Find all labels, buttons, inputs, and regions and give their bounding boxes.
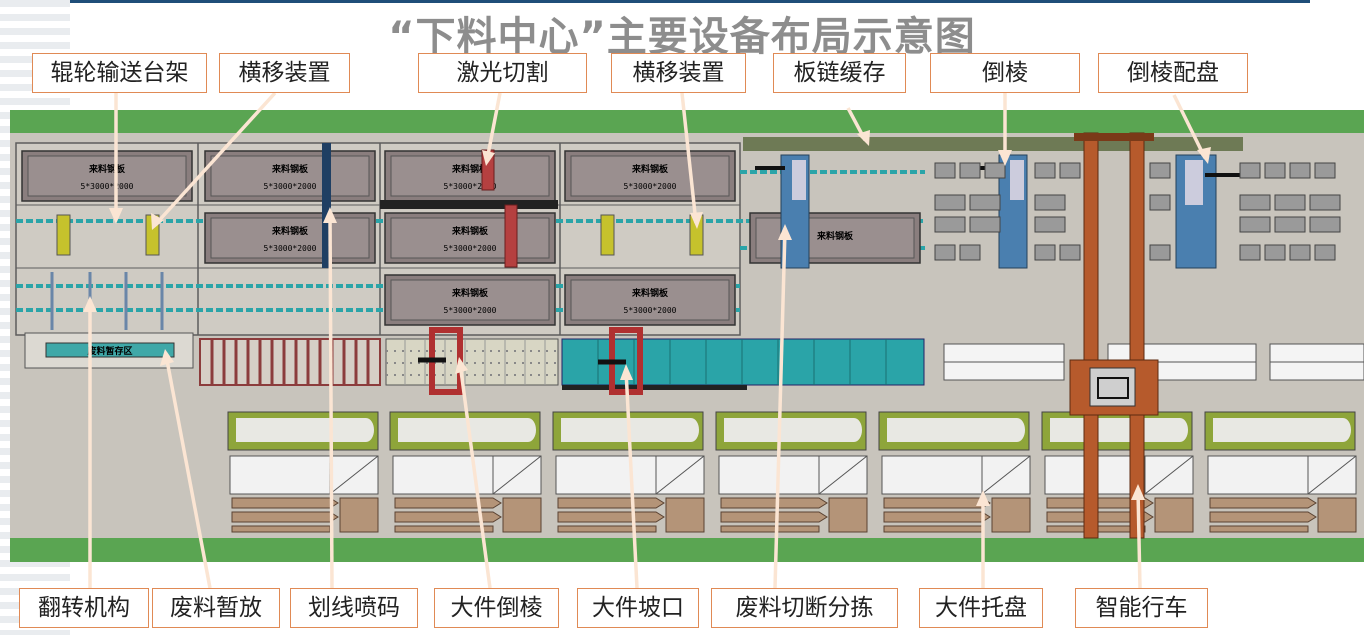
svg-text:来料钢板: 来料钢板 — [271, 225, 309, 237]
label-chain-buffer: 板链缓存 — [773, 53, 906, 93]
svg-text:5*3000*2000: 5*3000*2000 — [264, 182, 317, 191]
plate: 来料钢板 — [749, 212, 921, 264]
svg-text:来料钢板: 来料钢板 — [631, 163, 669, 175]
marking-gantry — [322, 143, 331, 268]
chamfer-pallet-station — [1175, 154, 1240, 269]
plate: 来料钢板 5*3000*2000 — [204, 150, 376, 202]
label-transfer-device-right: 横移装置 — [611, 53, 746, 93]
label-smart-crane: 智能行车 — [1075, 588, 1208, 628]
svg-text:5*3000*2000: 5*3000*2000 — [624, 306, 677, 315]
label-marking-spray: 划线喷码 — [290, 588, 418, 628]
svg-text:来料钢板: 来料钢板 — [88, 163, 126, 175]
smart-crane — [1069, 132, 1159, 539]
red-rack-conveyor — [199, 338, 381, 386]
svg-text:来料钢板: 来料钢板 — [451, 287, 489, 299]
large-part-pallets — [227, 411, 1356, 451]
svg-text:5*3000*2000: 5*3000*2000 — [444, 244, 497, 253]
label-large-part-chamfer: 大件倒棱 — [434, 588, 559, 628]
plate: 来料钢板 5*3000*2000 — [384, 212, 556, 264]
plate: 来料钢板 5*3000*2000 — [384, 274, 556, 326]
page-title: “下料中心”主要设备布局示意图 — [388, 14, 976, 60]
svg-text:5*3000*2000: 5*3000*2000 — [81, 182, 134, 191]
transfer-device — [56, 214, 71, 256]
chain-buffer-rail — [743, 137, 1243, 151]
label-large-part-bevel: 大件坡口 — [577, 588, 699, 628]
wood-pallets — [231, 497, 1357, 533]
label-chamfer: 倒棱 — [930, 53, 1080, 93]
svg-text:来料钢板: 来料钢板 — [451, 225, 489, 237]
svg-text:5*3000*2000: 5*3000*2000 — [624, 182, 677, 191]
top-rule — [70, 0, 1310, 3]
transfer-device — [600, 214, 615, 256]
plate: 来料钢板 5*3000*2000 — [384, 150, 556, 202]
svg-text:5*3000*2000: 5*3000*2000 — [444, 182, 497, 191]
label-scrap-cut-sort: 废料切断分拣 — [711, 588, 898, 628]
callout-lines — [88, 91, 1207, 589]
scrap-temp-tray — [45, 342, 175, 358]
svg-text:来料钢板: 来料钢板 — [451, 163, 489, 175]
label-transfer-device-left: 横移装置 — [219, 53, 350, 93]
scrap-temp-text: 废料暂存区 — [87, 345, 132, 357]
dotted-chamfer-table — [385, 338, 559, 386]
plate: 来料钢板 5*3000*2000 — [204, 212, 376, 264]
buffer-grid — [934, 162, 1341, 261]
label-laser-cutting: 激光切割 — [418, 53, 587, 93]
label-chamfer-pallet: 倒棱配盘 — [1098, 53, 1248, 93]
svg-text:来料钢板: 来料钢板 — [271, 163, 309, 175]
label-large-part-pallet: 大件托盘 — [919, 588, 1043, 628]
plate: 来料钢板 5*3000*2000 — [564, 274, 736, 326]
plate: 来料钢板 5*3000*2000 — [564, 150, 736, 202]
svg-text:来料钢板: 来料钢板 — [631, 287, 669, 299]
svg-text:5*3000*2000: 5*3000*2000 — [264, 244, 317, 253]
callout-arrowheads — [83, 130, 1211, 506]
teal-bevel-conveyor — [561, 338, 925, 390]
svg-text:5*3000*2000: 5*3000*2000 — [444, 306, 497, 315]
label-flip-mechanism: 翻转机构 — [19, 588, 149, 628]
label-roller-conveyor-rack: 辊轮输送台架 — [32, 53, 207, 93]
svg-text:来料钢板: 来料钢板 — [816, 230, 854, 242]
white-trays — [229, 455, 1357, 495]
plate: 来料钢板 5*3000*2000 — [21, 150, 193, 202]
label-scrap-temp: 废料暂放 — [152, 588, 280, 628]
